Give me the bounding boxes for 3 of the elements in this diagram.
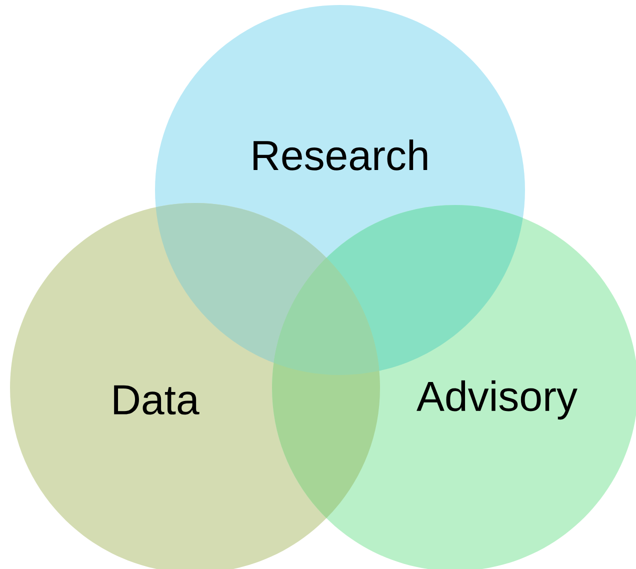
circle-label: Advisory	[416, 380, 578, 420]
circle-label: Data	[114, 385, 200, 415]
circle-label: Research	[254, 140, 428, 170]
